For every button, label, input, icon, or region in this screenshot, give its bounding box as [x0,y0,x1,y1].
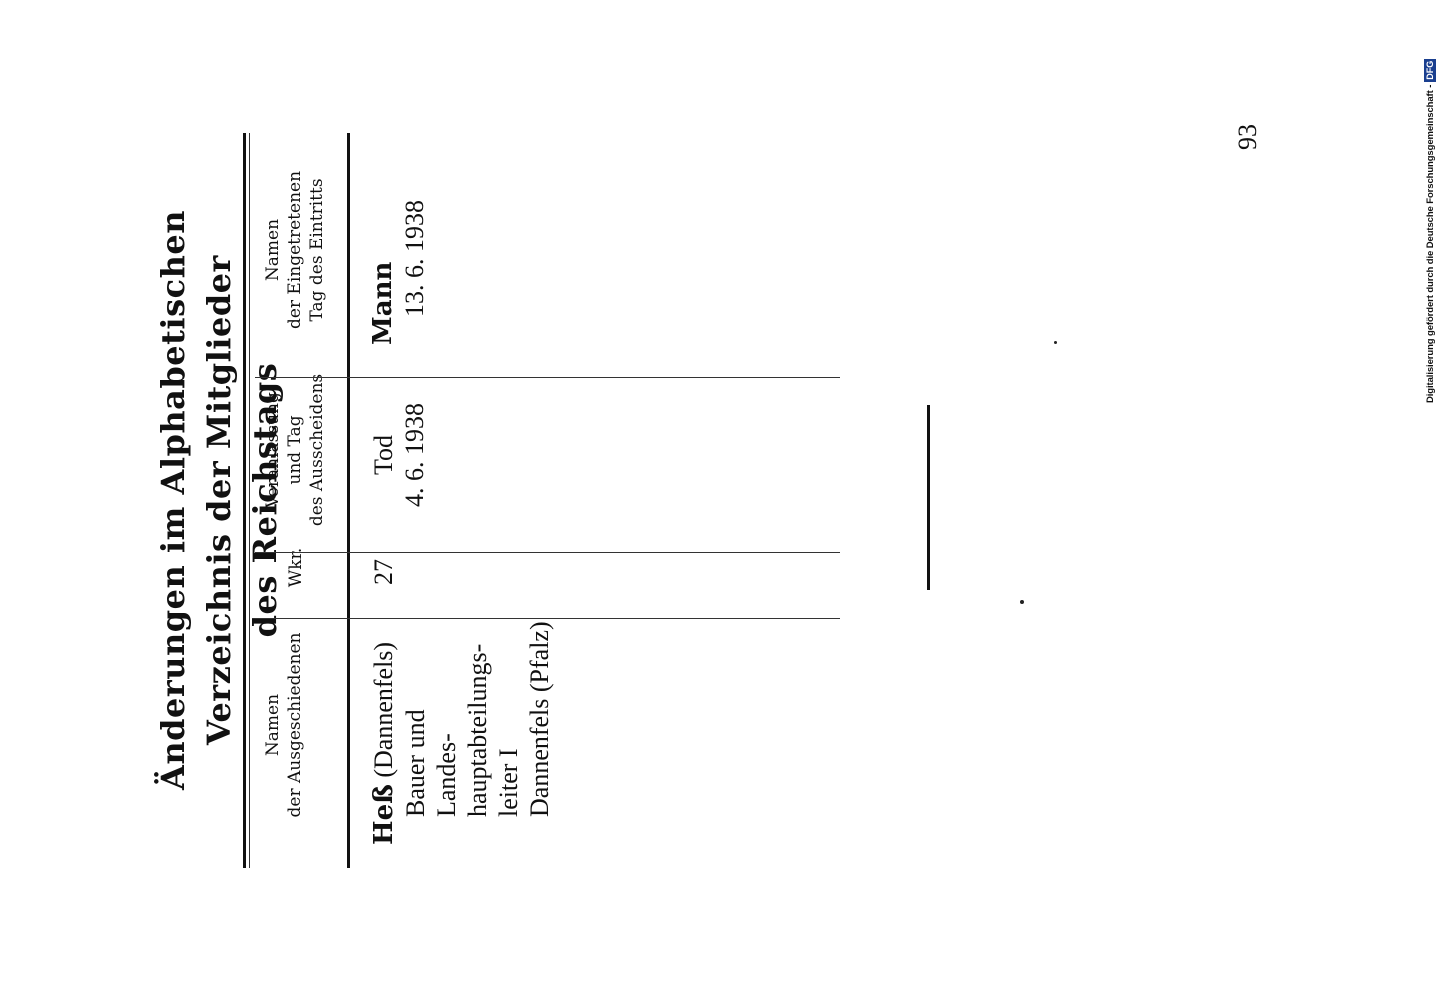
reason-cell: Tod 4. 6. 1938 [368,395,430,515]
header-line: Namen [263,693,283,757]
wkr-value: 27 [369,559,398,585]
header-line: des Ausscheidens [307,373,327,527]
header-line: Veranlassung [263,392,283,508]
closing-rule [927,405,930,590]
table-top-rule-inner [249,133,250,868]
page-number: 93 [1233,124,1262,150]
entered-cell: Mann 13. 6. 1938 [368,145,430,345]
header-line: der Ausgeschiedenen [285,632,305,818]
header-line: Namen [263,218,283,282]
header-line: der Eingetretenen [285,170,305,330]
departed-detail: Bauer und Landes- [401,709,461,817]
credit-strip: Digitalisierung gefördert durch die Deut… [1420,8,1439,403]
dfg-logo: DFG [1424,58,1436,82]
header-line: und Tag [285,415,305,485]
column-separator [255,618,840,619]
departed-surname: Heß [369,784,399,845]
departed-place: (Dannenfels) [369,641,398,785]
reason-date: 4. 6. 1938 [400,403,429,507]
column-separator [255,552,840,553]
departed-name: Heß (Dannenfels) [368,620,400,845]
credit-text: Digitalisierung gefördert durch die Deut… [1424,84,1436,403]
header-names-departed: Namen der Ausgeschiedenen [262,600,306,850]
header-names-entered: Namen der Eingetretenen Tag des Eintritt… [262,135,328,365]
scan-speck [1054,341,1057,344]
header-wkr: Wkr. [285,535,307,600]
header-reason-date: Veranlassung und Tag des Ausscheidens [262,365,328,535]
reason-text: Tod [369,434,398,476]
title-line-1: Änderungen im Alphabetischen Verzeichnis… [154,210,238,790]
departed-detail: hauptabteilungs- [463,643,492,817]
header-line: Tag des Eintritts [307,178,327,322]
header-line: Wkr. [286,547,306,588]
header-bottom-rule [347,133,350,868]
departed-detail: leiter I [494,748,523,817]
scan-speck [1020,600,1024,604]
table-row: Heß (Dannenfels) Bauer und Landes- haupt… [368,620,555,845]
entered-date: 13. 6. 1938 [400,200,429,317]
entered-name: Mann [368,261,398,345]
table-top-rule [243,133,246,868]
column-separator [255,377,840,378]
departed-detail: Dannenfels (Pfalz) [525,621,554,817]
